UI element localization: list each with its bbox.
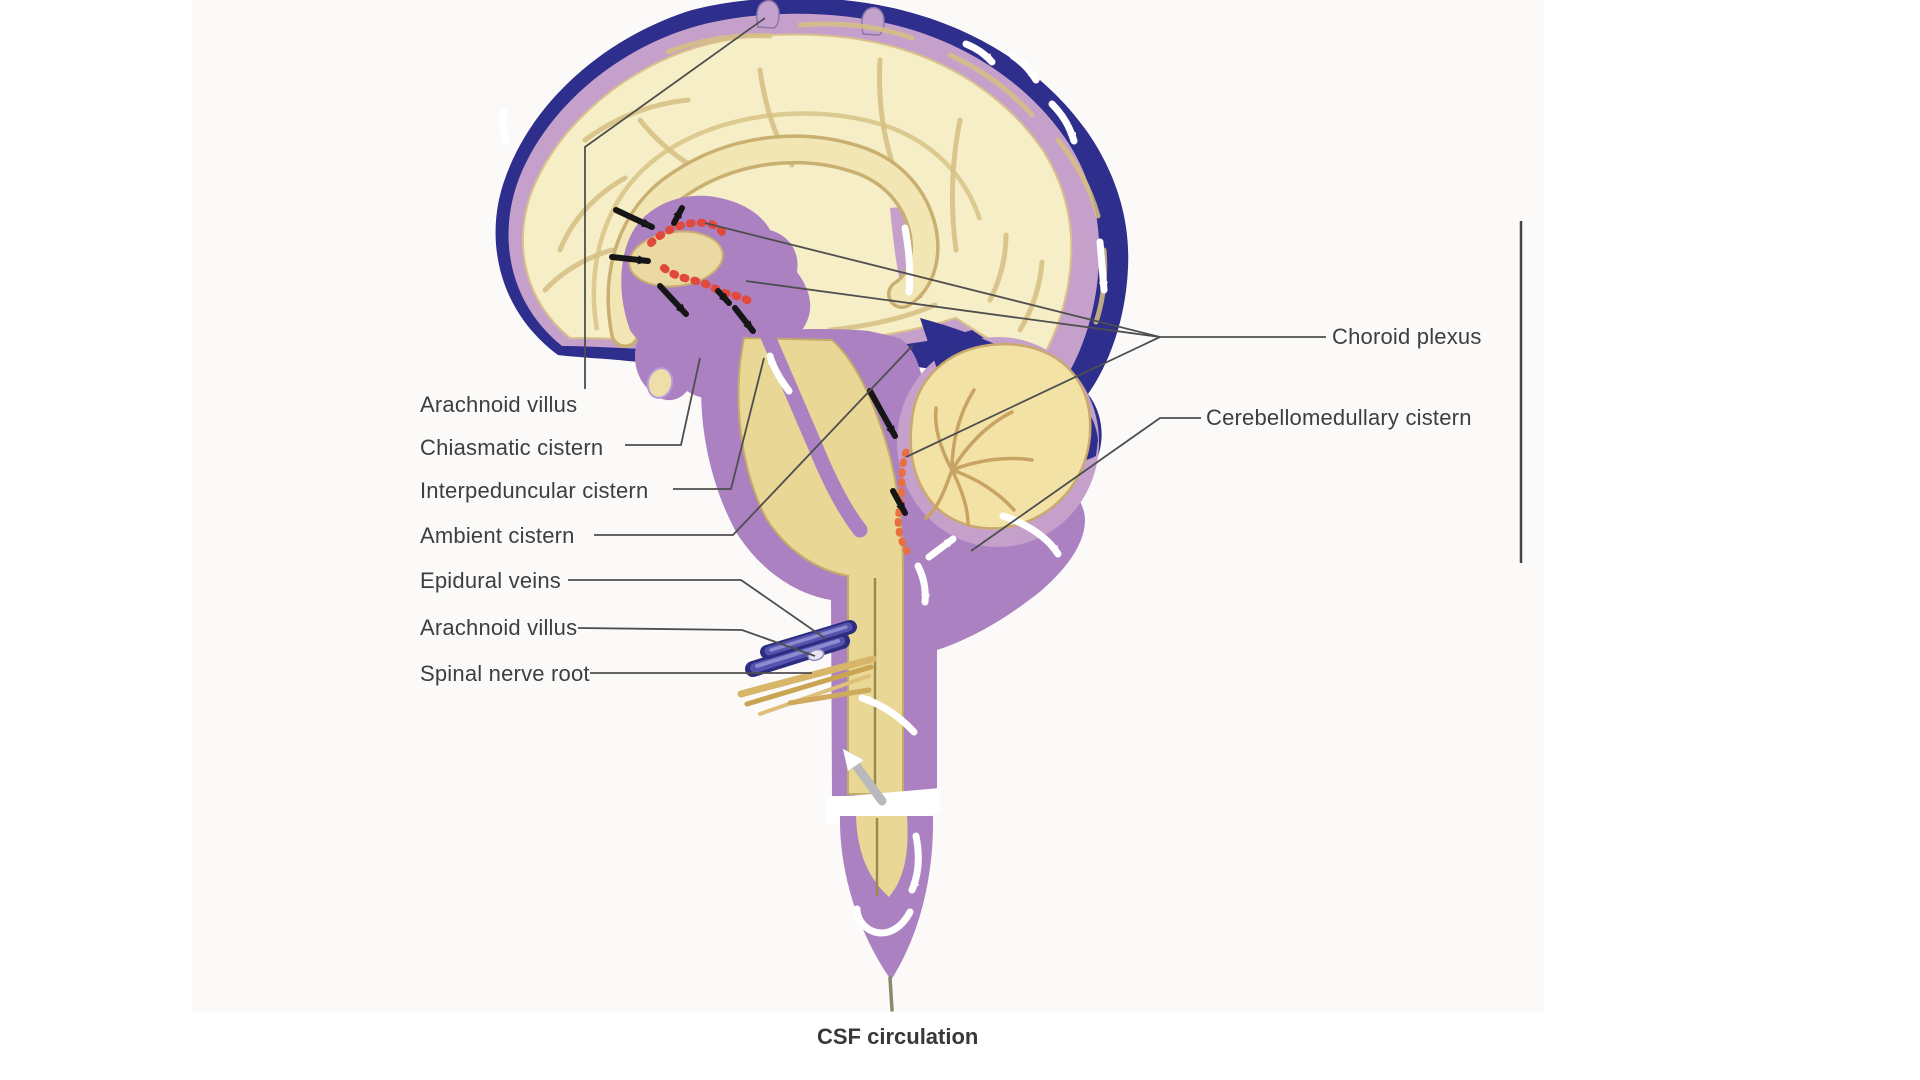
csf-flow-arrows-white <box>498 40 1108 937</box>
cingulate-sulcus <box>591 111 983 331</box>
pituitary-gland <box>646 367 674 399</box>
brainstem-spinal-cord <box>737 324 940 1012</box>
label-arachnoid-villus-superior: Arachnoid villus <box>420 392 578 417</box>
label-interpeduncular-cistern: Interpeduncular cistern <box>420 478 649 503</box>
label-epidural-veins: Epidural veins <box>420 568 561 593</box>
arachnoid-villus-tab-1 <box>756 0 780 29</box>
csf-flow-arrows-black <box>609 205 908 516</box>
spinal-arachnoid-villus <box>807 648 825 662</box>
cord-break <box>826 748 940 824</box>
filum-terminale <box>888 976 894 1012</box>
label-cerebellomedullary-cistern: Cerebellomedullary cistern <box>1206 405 1472 430</box>
leader-lines <box>568 17 1326 674</box>
label-chiasmatic-cistern: Chiasmatic cistern <box>420 435 604 460</box>
spinal-nerve-roots <box>737 655 877 716</box>
label-arachnoid-villus-spinal: Arachnoid villus <box>420 615 578 640</box>
label-spinal-nerve-root: Spinal nerve root <box>420 661 590 686</box>
arbor-vitae <box>924 388 1034 526</box>
lumbar-dural-sac <box>839 816 934 1012</box>
figure-caption: CSF circulation <box>817 1024 979 1049</box>
epidural-veins <box>745 620 857 677</box>
label-ambient-cistern: Ambient cistern <box>420 523 575 548</box>
label-choroid-plexus: Choroid plexus <box>1332 324 1482 349</box>
